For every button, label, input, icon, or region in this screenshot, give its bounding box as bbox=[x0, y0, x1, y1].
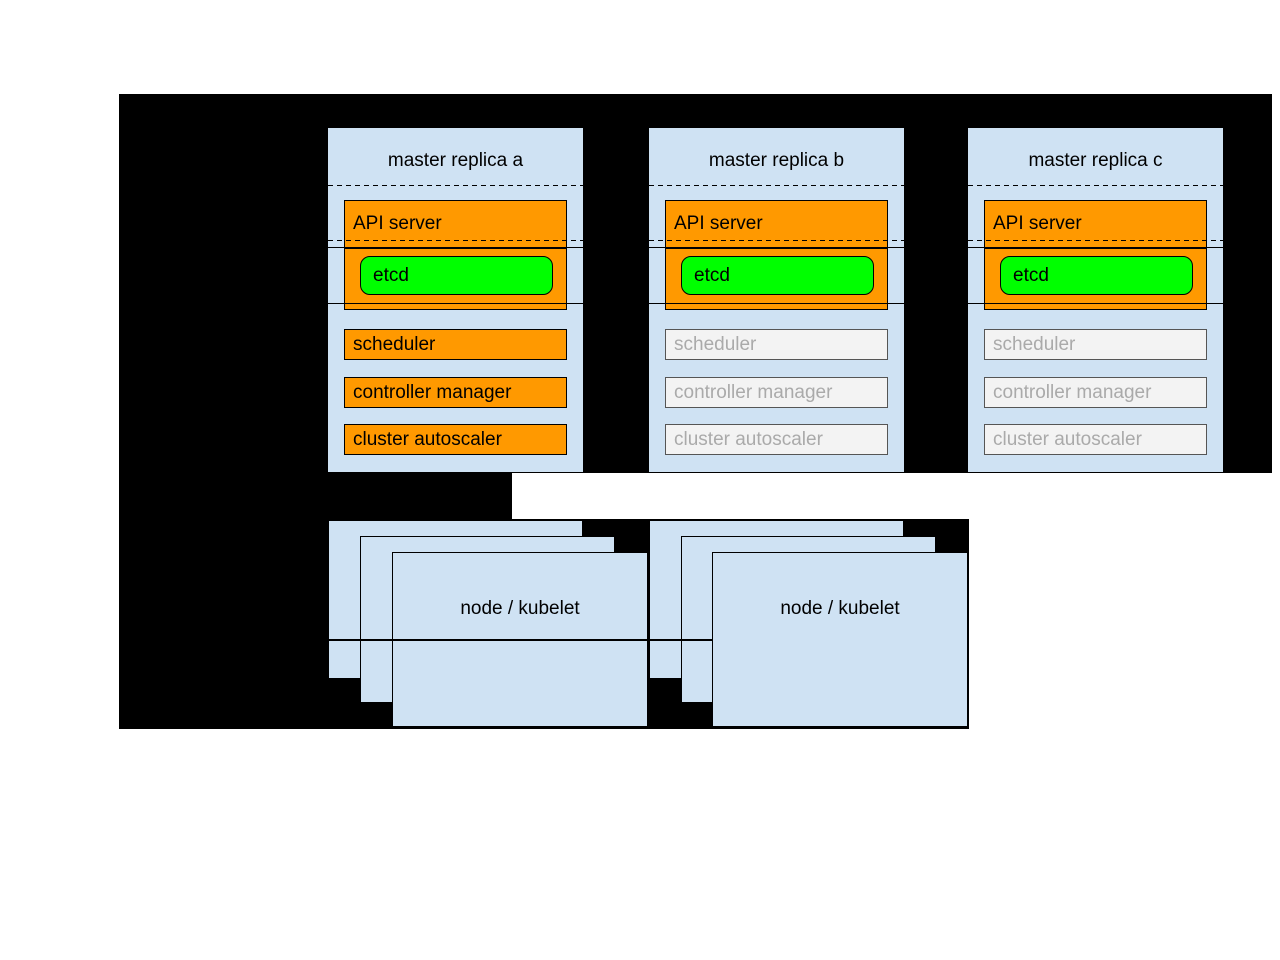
api-server-label: API server bbox=[993, 213, 1082, 234]
dashed-divider bbox=[968, 240, 1223, 241]
cluster-autoscaler-label: cluster autoscaler bbox=[674, 428, 823, 450]
master-replica-a-title: master replica a bbox=[387, 150, 524, 171]
scheduler-label: scheduler bbox=[674, 333, 757, 355]
scheduler-label: scheduler bbox=[353, 333, 436, 355]
controller-manager-box-inactive: controller manager bbox=[984, 377, 1207, 408]
etcd-label: etcd bbox=[1013, 264, 1049, 286]
etcd-container-box: etcd bbox=[984, 248, 1207, 310]
controller-manager-box: controller manager bbox=[344, 377, 567, 408]
scheduler-label: scheduler bbox=[993, 333, 1076, 355]
cluster-autoscaler-label: cluster autoscaler bbox=[993, 428, 1142, 450]
dashed-divider bbox=[649, 240, 904, 241]
scheduler-box-inactive: scheduler bbox=[984, 329, 1207, 360]
scheduler-box: scheduler bbox=[344, 329, 567, 360]
master-replica-c-title: master replica c bbox=[1028, 150, 1163, 171]
node-box-front: node / kubelet bbox=[712, 552, 968, 727]
master-replica-b-box: master replica b API server etcd schedul… bbox=[649, 128, 904, 472]
solid-divider bbox=[649, 303, 904, 304]
connector-line bbox=[328, 639, 712, 641]
etcd-container-box: etcd bbox=[344, 248, 567, 310]
etcd-label: etcd bbox=[694, 264, 730, 286]
etcd-box: etcd bbox=[681, 256, 874, 295]
scheduler-box-inactive: scheduler bbox=[665, 329, 888, 360]
solid-divider bbox=[328, 303, 583, 304]
dashed-divider bbox=[328, 185, 583, 186]
etcd-box: etcd bbox=[1000, 256, 1193, 295]
master-replica-a-box: master replica a API server etcd schedul… bbox=[328, 128, 583, 472]
etcd-box: etcd bbox=[360, 256, 553, 295]
cluster-autoscaler-box-inactive: cluster autoscaler bbox=[984, 424, 1207, 455]
dashed-divider bbox=[328, 240, 583, 241]
solid-divider bbox=[649, 247, 904, 248]
etcd-container-box: etcd bbox=[665, 248, 888, 310]
controller-manager-label: controller manager bbox=[993, 381, 1152, 403]
controller-manager-box-inactive: controller manager bbox=[665, 377, 888, 408]
cluster-autoscaler-box: cluster autoscaler bbox=[344, 424, 567, 455]
master-replica-b-title: master replica b bbox=[708, 150, 845, 171]
black-background-left-step bbox=[119, 473, 512, 519]
node-kubelet-label: node / kubelet bbox=[460, 598, 580, 619]
api-server-label: API server bbox=[353, 213, 442, 234]
api-server-label: API server bbox=[674, 213, 763, 234]
master-replica-c-box: master replica c API server etcd schedul… bbox=[968, 128, 1223, 472]
solid-divider bbox=[968, 247, 1223, 248]
dashed-divider bbox=[649, 185, 904, 186]
cluster-autoscaler-label: cluster autoscaler bbox=[353, 428, 502, 450]
node-kubelet-label: node / kubelet bbox=[780, 598, 900, 619]
controller-manager-label: controller manager bbox=[674, 381, 833, 403]
controller-manager-label: controller manager bbox=[353, 381, 512, 403]
cluster-autoscaler-box-inactive: cluster autoscaler bbox=[665, 424, 888, 455]
solid-divider bbox=[968, 303, 1223, 304]
dashed-divider bbox=[968, 185, 1223, 186]
solid-divider bbox=[328, 247, 583, 248]
etcd-label: etcd bbox=[373, 264, 409, 286]
